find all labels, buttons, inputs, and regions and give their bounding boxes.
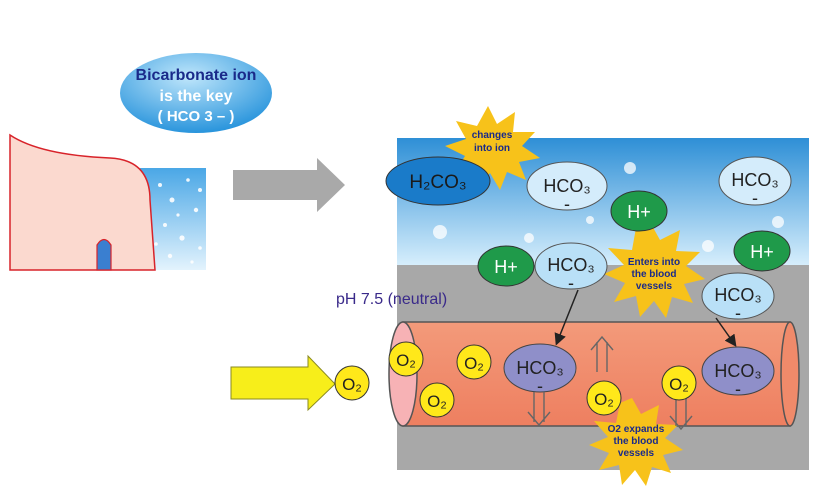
hco3-vessel-2-minus: -: [735, 379, 741, 399]
callout-line-1: Bicarbonate ion: [136, 67, 257, 84]
molecule-hplus-3: H+: [733, 230, 791, 272]
hco3-interface-2-label: HCO₃: [714, 285, 761, 305]
molecule-hco3-interface-2: HCO₃ -: [701, 272, 775, 323]
water-bubbles: [433, 162, 784, 252]
molecule-hco3-water-2: HCO₃ -: [718, 156, 792, 208]
o2-vessel-5-label: O₂: [669, 375, 689, 394]
hco3-water-1-label: HCO₃: [543, 176, 590, 196]
burst-changes-line-1: changes: [472, 130, 513, 141]
burst-o2-expands: O2 expands the blood vessels: [589, 398, 683, 486]
expansion-arrows: [527, 335, 693, 431]
hplus-3-label: H+: [750, 242, 774, 262]
o2-molecules: O₂ O₂ O₂ O₂ O₂ O₂: [334, 341, 697, 418]
burst-expands-line-2: the blood: [614, 436, 659, 447]
arrow-hco3-into-vessel-1: [554, 289, 579, 346]
burst-enters-line-3: vessels: [636, 281, 673, 292]
hco3-vessel-1-minus: -: [537, 376, 543, 396]
h2co3-label: H₂CO₃: [409, 172, 466, 193]
hco3-vessel-2-label: HCO₃: [714, 361, 761, 381]
hplus-2-label: H+: [494, 257, 518, 277]
o2-vessel-5: O₂: [661, 365, 697, 401]
burst-enters-line-1: Enters into: [628, 257, 680, 268]
hco3-water-1-minus: -: [564, 194, 570, 214]
o2-supply-arrow: [230, 354, 336, 412]
callout-line-3: ( HCO 3 – ): [158, 108, 235, 125]
o2-vessel-4-label: O₂: [594, 390, 614, 409]
skin-illustration: [9, 133, 206, 271]
hco3-interface-2-minus: -: [735, 303, 741, 323]
o2-vessel-3: O₂: [419, 382, 455, 418]
burst-expands-line-1: O2 expands: [608, 424, 665, 435]
hco3-water-2-minus: -: [752, 188, 758, 208]
hco3-water-2-label: HCO₃: [731, 170, 778, 190]
molecule-hco3-water-1: HCO₃ -: [526, 161, 608, 214]
callout-line-2: is the key: [160, 88, 233, 105]
hco3-interface-1-label: HCO₃: [547, 255, 594, 275]
o2-vessel-2: O₂: [456, 344, 492, 380]
arrow-hco3-into-vessel-2: [715, 317, 737, 347]
hco3-vessel-1-label: HCO₃: [516, 358, 563, 378]
o2-vessel-4: O₂: [586, 380, 622, 416]
burst-enters-line-2: the blood: [632, 269, 677, 280]
molecule-hco3-vessel-1: HCO₃ -: [503, 343, 577, 396]
o2-supply-label: O₂ supply: [220, 349, 286, 365]
transition-arrow: [233, 158, 345, 212]
callout-bubble: Bicarbonate ion is the key ( HCO 3 – ): [120, 53, 272, 133]
o2-vessel-1-label: O₂: [396, 351, 416, 370]
hplus-1-label: H+: [627, 202, 651, 222]
o2-vessel-3-label: O₂: [427, 392, 447, 411]
hco3-interface-1-minus: -: [568, 273, 574, 293]
o2-outside: O₂: [334, 365, 370, 401]
burst-changes-line-2: into ion: [474, 143, 510, 154]
molecule-hplus-2: H+: [477, 245, 535, 287]
ph-label: pH 7.5 (neutral): [336, 291, 447, 308]
molecule-h2co3: H₂CO₃: [385, 156, 491, 206]
burst-expands-line-3: vessels: [618, 448, 655, 459]
molecule-hplus-1: H+: [610, 190, 668, 232]
molecule-hco3-interface-1: HCO₃ -: [534, 242, 608, 293]
molecule-hco3-vessel-2: HCO₃ -: [701, 346, 775, 399]
o2-vessel-1: O₂: [388, 341, 424, 377]
burst-enters-blood: Enters into the blood vessels: [604, 222, 705, 318]
o2-vessel-2-label: O₂: [464, 354, 484, 373]
o2-outside-label: O₂: [342, 375, 362, 394]
